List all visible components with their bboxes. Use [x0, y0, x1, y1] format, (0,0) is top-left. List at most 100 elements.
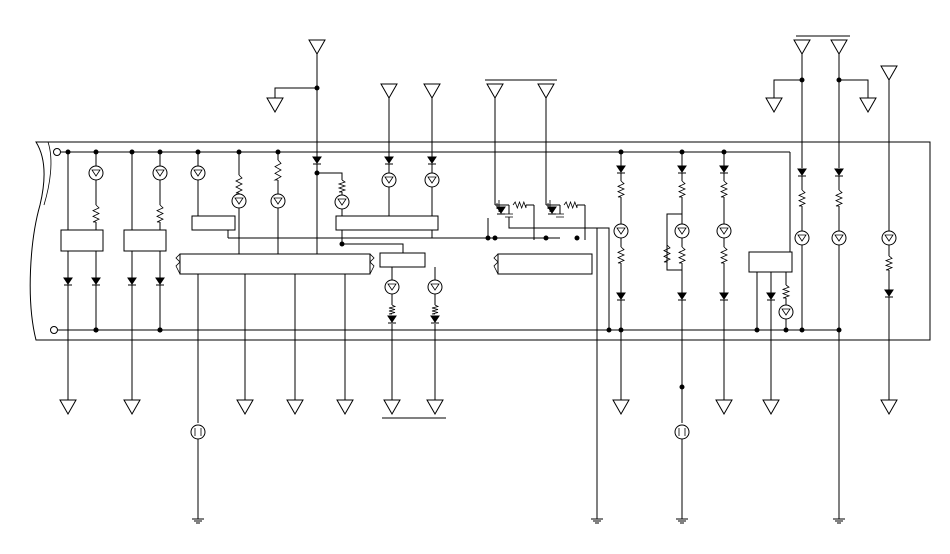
input-connector	[486, 83, 504, 100]
lamp-circle	[881, 230, 897, 246]
junction-dot	[606, 327, 612, 333]
resistor	[235, 174, 243, 194]
junction-dot	[754, 327, 760, 333]
junction-dot	[65, 149, 71, 155]
lamp-circle	[270, 193, 286, 209]
lamp-indicator	[674, 223, 690, 239]
lamp-indicator	[881, 230, 897, 246]
bus-terminal-bottom	[50, 326, 58, 334]
terminal-pins	[678, 428, 686, 436]
lamp-circle	[794, 230, 810, 246]
lamp-circle	[190, 165, 206, 181]
resistor	[156, 204, 164, 223]
lamp-symbol	[91, 169, 101, 177]
diode	[616, 165, 626, 173]
diode	[766, 292, 776, 300]
diode	[127, 277, 137, 285]
lamp-circle	[674, 223, 690, 239]
control-module	[748, 251, 793, 273]
junction-dot	[783, 327, 789, 333]
relay-box	[335, 215, 439, 231]
diode	[91, 277, 101, 285]
resistor	[663, 244, 671, 263]
resistor	[273, 159, 282, 181]
resistor	[720, 246, 728, 264]
control-module	[123, 229, 167, 252]
capacitor	[556, 213, 564, 218]
lamp-symbol	[616, 227, 626, 235]
junction-dot	[574, 235, 580, 241]
output-connector	[336, 399, 354, 416]
output-connector	[715, 399, 733, 416]
lamp-symbol	[677, 227, 687, 235]
diode	[719, 165, 729, 173]
break-mark	[493, 253, 499, 275]
lamp-circle	[152, 165, 168, 181]
lamp-indicator	[381, 172, 397, 188]
diode	[616, 292, 626, 300]
lamp-symbol	[781, 308, 791, 316]
wire	[773, 79, 802, 98]
main-enclosure	[29, 141, 931, 341]
lamp-circle	[88, 165, 104, 181]
lamp-indicator	[190, 165, 206, 181]
enclosure-break	[43, 141, 52, 206]
junction-dot	[129, 149, 135, 155]
lamp-circle	[231, 193, 247, 209]
resistor	[337, 179, 347, 193]
terminal-connector	[190, 424, 206, 440]
input-connector	[380, 83, 398, 100]
junction-dot	[492, 235, 498, 241]
diode	[312, 156, 322, 164]
output-connector	[612, 399, 630, 416]
lamp-symbol	[234, 197, 244, 205]
lamp-indicator	[334, 194, 350, 210]
lamp-circle	[778, 304, 794, 320]
control-module	[60, 229, 104, 252]
output-connector	[59, 399, 77, 416]
diode	[884, 289, 894, 297]
lamp-symbol	[155, 169, 165, 177]
resistor	[388, 304, 397, 315]
diode	[63, 277, 73, 285]
diode	[384, 156, 394, 164]
output-connector	[383, 399, 401, 416]
lamp-indicator	[716, 223, 732, 239]
break-mark	[369, 253, 375, 275]
lamp-circle	[424, 172, 440, 188]
wire	[317, 172, 343, 180]
lamp-symbol	[430, 283, 440, 291]
diode	[797, 168, 807, 176]
lamp-indicator	[231, 193, 247, 209]
junction-dot	[799, 327, 805, 333]
diode	[496, 206, 506, 214]
lamp-symbol	[387, 283, 397, 291]
diode	[427, 156, 437, 164]
lamp-circle	[716, 223, 732, 239]
wire	[577, 227, 610, 330]
break-mark	[175, 253, 181, 275]
resistor	[835, 189, 843, 207]
lamp-indicator	[613, 223, 629, 239]
resistor	[563, 200, 578, 210]
lamp-symbol	[797, 234, 807, 242]
output-connector	[426, 399, 444, 416]
lamp-indicator	[794, 230, 810, 246]
lamp-symbol	[273, 197, 283, 205]
diode	[155, 277, 165, 285]
resistor	[678, 180, 686, 198]
lamp-symbol	[337, 198, 347, 206]
lamp-symbol	[427, 176, 437, 184]
lamp-indicator	[384, 279, 400, 295]
lamp-circle	[384, 279, 400, 295]
resistor	[884, 255, 894, 271]
lamp-circle	[381, 172, 397, 188]
resistor	[617, 246, 625, 264]
lamp-symbol	[193, 169, 203, 177]
lamp-indicator	[424, 172, 440, 188]
relay-box	[191, 215, 236, 231]
wire	[839, 79, 869, 98]
output-connector	[236, 399, 254, 416]
lamp-circle	[427, 279, 443, 295]
